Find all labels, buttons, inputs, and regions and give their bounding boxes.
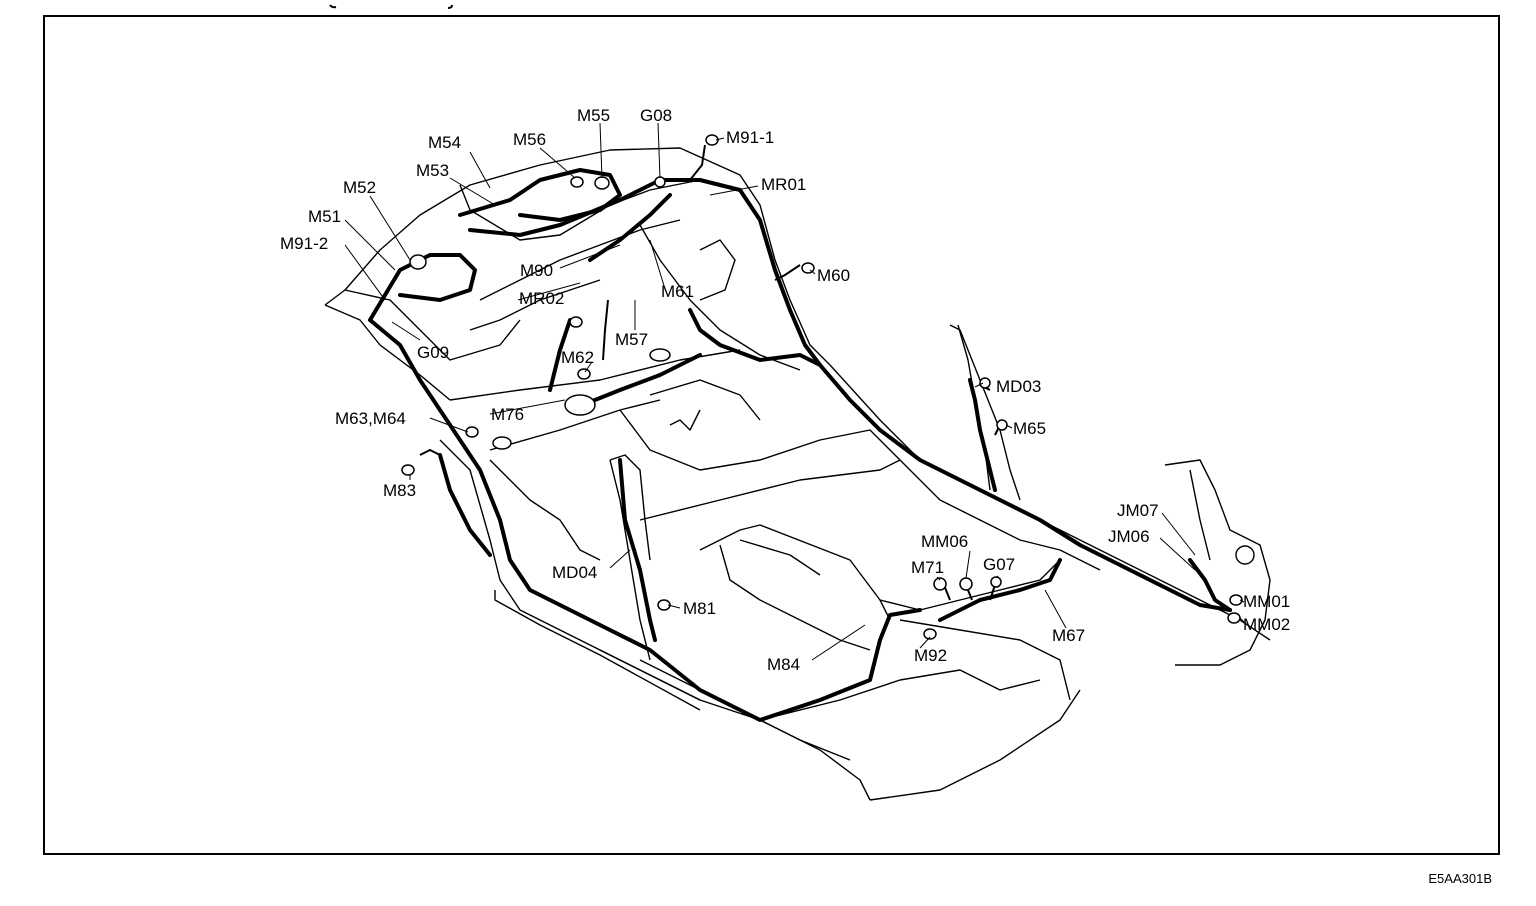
label-m53: M53 — [416, 161, 449, 180]
diagram-frame — [43, 15, 1500, 855]
label-mr02: MR02 — [519, 289, 564, 308]
label-mm06: MM06 — [921, 532, 968, 551]
callout-labels: M55 G08 M91-1 M54 M56 M53 MR01 M52 M51 M… — [280, 106, 1290, 674]
label-m61: M61 — [661, 282, 694, 301]
label-m57: M57 — [615, 330, 648, 349]
label-m60: M60 — [817, 266, 850, 285]
label-md03: MD03 — [996, 377, 1041, 396]
label-jm06: JM06 — [1108, 527, 1150, 546]
label-m90: M90 — [520, 261, 553, 280]
label-m55: M55 — [577, 106, 610, 125]
label-g07: G07 — [983, 555, 1015, 574]
label-m71: M71 — [911, 558, 944, 577]
label-md04: MD04 — [552, 563, 597, 582]
label-m63-m64: M63,M64 — [335, 409, 406, 428]
label-m84: M84 — [767, 655, 800, 674]
label-m91-2: M91-2 — [280, 234, 328, 253]
label-m51: M51 — [308, 207, 341, 226]
label-m54: M54 — [428, 133, 461, 152]
label-g09: G09 — [417, 343, 449, 362]
label-m62: M62 — [561, 348, 594, 367]
label-g08: G08 — [640, 106, 672, 125]
label-mm02: MM02 — [1243, 615, 1290, 634]
label-m91-1: M91-1 — [726, 128, 774, 147]
label-mr01: MR01 — [761, 175, 806, 194]
label-m67: M67 — [1052, 626, 1085, 645]
connector-glyphs — [401, 134, 1243, 640]
label-m81: M81 — [683, 599, 716, 618]
label-m76: M76 — [491, 405, 524, 424]
harness-thin-branches — [419, 144, 1001, 601]
label-m83: M83 — [383, 481, 416, 500]
figure-code: E5AA301B — [1428, 871, 1492, 886]
cropped-header-fragment — [0, 0, 600, 10]
label-m52: M52 — [343, 178, 376, 197]
label-m65: M65 — [1013, 419, 1046, 438]
harness-routing — [368, 168, 1232, 722]
label-jm07: JM07 — [1117, 501, 1159, 520]
label-m56: M56 — [513, 130, 546, 149]
label-mm01: MM01 — [1243, 592, 1290, 611]
leader-lines — [344, 122, 1245, 661]
label-m92: M92 — [914, 646, 947, 665]
car-body-outline — [324, 147, 1271, 801]
